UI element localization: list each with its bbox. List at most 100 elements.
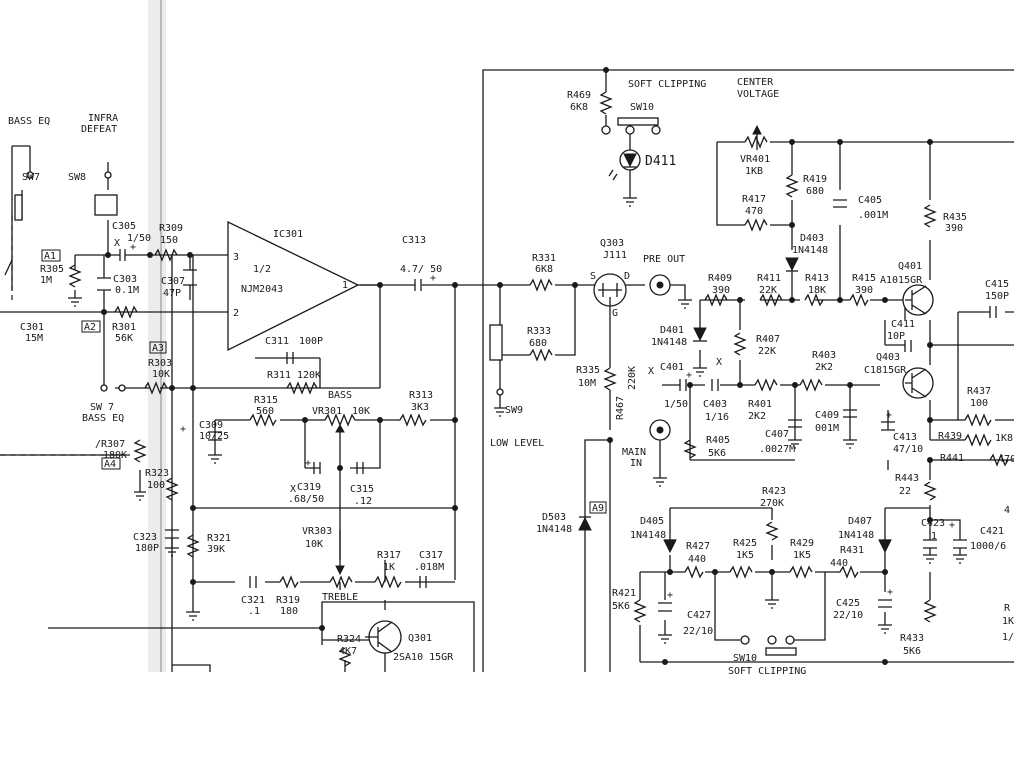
resistor-r423 — [765, 521, 779, 541]
header-in: IN — [630, 458, 642, 469]
label-r423-ref: R423 — [762, 486, 786, 497]
label-c315-ref: C315 — [350, 484, 374, 495]
capacitor-c411 — [904, 340, 912, 352]
label-c427-ref: C427 — [687, 610, 711, 621]
label-vr301-ref: VR301 — [312, 406, 342, 417]
capacitor-c425 — [878, 599, 892, 608]
label-c413-ref: C413 — [893, 432, 917, 443]
transistor-q401 — [902, 284, 934, 316]
polarity-plus-c421: + — [949, 520, 955, 531]
capacitor-c303 — [97, 277, 111, 291]
label-r303-ref: R303 — [148, 358, 172, 369]
section-headers: BASS EQ INFRA DEFEAT SOFT CLIPPING CENTE… — [8, 77, 806, 677]
label-c317-value: .018M — [414, 562, 444, 573]
marker-a2: A2 — [84, 322, 96, 333]
label-r431-ref: R431 — [840, 545, 864, 556]
ic301-name: IC301 — [273, 229, 303, 240]
polarity-plus-c401: + — [686, 370, 692, 381]
resistor-r305 — [68, 264, 82, 288]
resistor-r411 — [759, 293, 783, 307]
capacitor-c307 — [183, 269, 197, 286]
label-sw7-bass-eq-1: SW 7 — [90, 402, 114, 413]
header-low-level: LOW LEVEL — [490, 438, 544, 449]
label-r469-ref: R469 — [567, 90, 591, 101]
header-infra: INFRA — [88, 113, 118, 124]
capacitor-c401 — [679, 379, 687, 391]
label-c305-ref: C305 — [112, 221, 136, 232]
resistor-r335 — [603, 367, 617, 391]
label-sw8: SW8 — [68, 172, 86, 183]
label-r319-value: 180 — [280, 606, 298, 617]
label-c319-value: .68/50 — [288, 494, 324, 505]
label-r317-ref: R317 — [377, 550, 401, 561]
component-labels: C305 1/50 R305 1M C303 0.1M C301 15M R30… — [20, 90, 1014, 663]
diode-d503 — [578, 516, 592, 531]
label-c303-value: 0.1M — [115, 285, 139, 296]
polarity-plus-c425: + — [887, 587, 893, 598]
label-r411-ref: R411 — [757, 273, 781, 284]
capacitors — [97, 199, 997, 612]
label-r429-value: 1K5 — [793, 550, 811, 561]
label-r435-value: 390 — [945, 223, 963, 234]
label-r433-ref: R433 — [900, 633, 924, 644]
label-r313-ref: R313 — [409, 390, 433, 401]
resistor-r421 — [633, 599, 647, 623]
ic301-pin2: 2 — [233, 308, 239, 319]
label-r427-ref: R427 — [686, 541, 710, 552]
ic301-part: NJM2043 — [241, 284, 283, 295]
label-r441-value: 470 — [998, 454, 1014, 465]
label-d411-ref: D411 — [645, 154, 676, 169]
resistor-r309 — [154, 248, 178, 262]
label-d403-ref: D403 — [800, 233, 824, 244]
label-r433-value: 5K6 — [903, 646, 921, 657]
label-r409-value: 390 — [712, 285, 730, 296]
label-c411-ref: C411 — [891, 319, 915, 330]
label-c309-value: 10/25 — [199, 431, 229, 442]
resistor-r419 — [785, 174, 799, 198]
resistor-r439 — [964, 433, 992, 447]
label-d405-ref: D405 — [640, 516, 664, 527]
label-vr303-function: TREBLE — [322, 592, 358, 603]
label-c303-ref: C303 — [113, 274, 137, 285]
label-sw7-bass-eq-2: BASS EQ — [82, 413, 124, 424]
label-r321-ref: R321 — [207, 533, 231, 544]
label-c311-ref: C311 — [265, 336, 289, 347]
label-q303-gate: G — [612, 308, 618, 319]
resistor-r319 — [279, 575, 299, 589]
header-main: MAIN — [622, 447, 646, 458]
label-q403-ref: Q403 — [876, 352, 900, 363]
resistor-r401 — [754, 378, 778, 392]
label-d407-value: 1N4148 — [838, 530, 874, 541]
resistor-r307 — [133, 439, 147, 463]
label-c409-ref: C409 — [815, 410, 839, 421]
resistor-r405 — [683, 439, 697, 459]
capacitor-c405 — [833, 199, 847, 208]
label-d403-value: 1N4148 — [792, 245, 828, 256]
capacitor-c321 — [249, 576, 257, 588]
label-edge-4: 4 — [1004, 505, 1010, 516]
resistor-r415 — [849, 293, 869, 307]
label-q303-part: J111 — [603, 250, 627, 261]
label-d401-ref: D401 — [660, 325, 684, 336]
label-r439-ref: R439 — [938, 431, 962, 442]
label-c413-value: 47/10 — [893, 444, 923, 455]
capacitor-c427 — [658, 602, 672, 612]
label-r335-value: 10M — [578, 378, 596, 389]
marker-labels: A1 A2 A3 A4 A9 + X + + + X + X X + + + + — [41, 238, 955, 601]
resistor-r324 — [338, 647, 352, 667]
marker-x-c401: X — [648, 366, 654, 377]
capacitor-c309 — [208, 431, 222, 441]
resistor-r433 — [923, 599, 937, 623]
label-q401-part: A1015GR — [880, 275, 923, 286]
label-c415-value: 150P — [985, 291, 1009, 302]
marker-a4: A4 — [104, 459, 116, 470]
label-r319-ref: R319 — [276, 595, 300, 606]
label-r321-value: 39K — [207, 544, 225, 555]
label-r441-ref: R441 — [940, 453, 964, 464]
resistor-r409 — [704, 293, 728, 307]
label-c317-ref: C317 — [419, 550, 443, 561]
label-sw9: SW9 — [505, 405, 523, 416]
label-sw10-bottom: SW10 — [733, 653, 757, 664]
label-c421-value: 1000/6 — [970, 541, 1006, 552]
label-c301-value: 15M — [25, 333, 43, 344]
